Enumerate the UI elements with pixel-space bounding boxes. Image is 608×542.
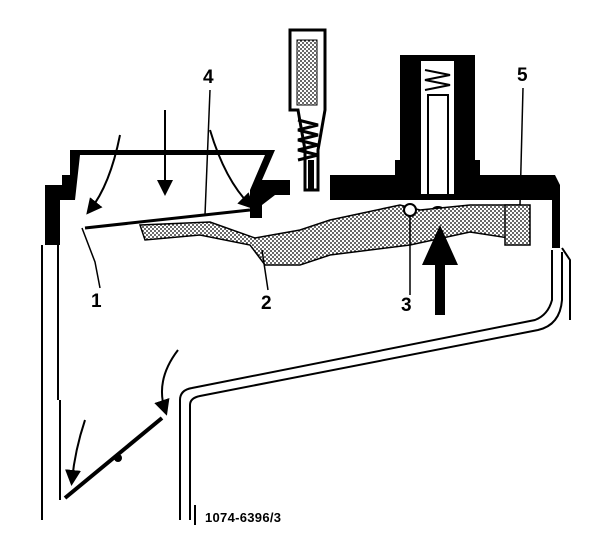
airflow-arrows: [65, 110, 255, 486]
injector-valve: [288, 28, 327, 192]
control-pressure-arrow: [422, 225, 458, 315]
sensor-plate: [84, 208, 251, 230]
throttle-plate: [63, 416, 164, 500]
label-1: 1: [91, 291, 102, 312]
sensor-lever: [138, 203, 531, 266]
label-3: 3: [401, 295, 412, 316]
label-5: 5: [517, 65, 528, 86]
label-4: 4: [203, 67, 214, 88]
housing: [41, 150, 571, 520]
figure-code: 1074-6396/3: [205, 510, 282, 525]
leader-lines: [81, 87, 524, 295]
control-plunger-housing: [400, 55, 475, 224]
label-2: 2: [261, 293, 272, 314]
